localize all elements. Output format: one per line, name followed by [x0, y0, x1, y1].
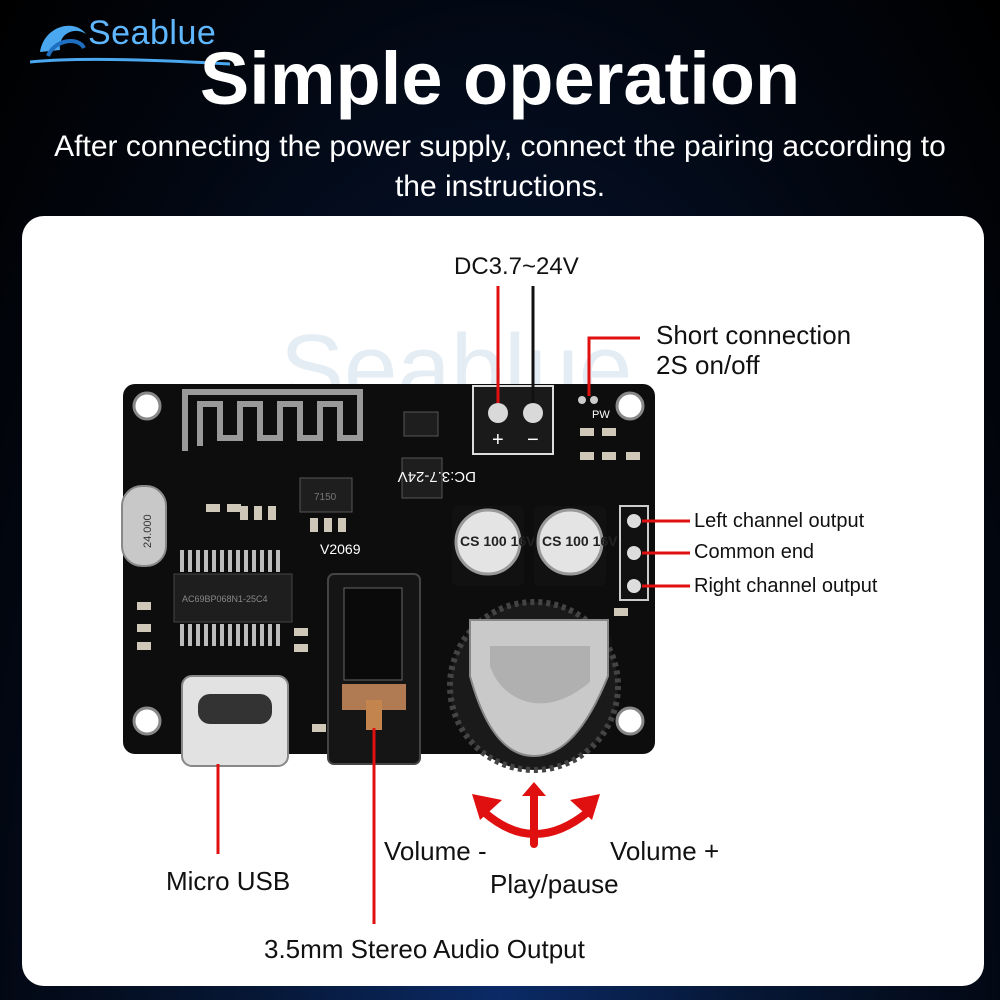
silk-voltage: DC:3.7-24V — [398, 468, 476, 485]
page-subtitle: After connecting the power supply, conne… — [54, 130, 946, 203]
leader-lines — [216, 286, 690, 924]
capacitor-1: CS 100 16V — [452, 506, 536, 586]
common-end-label: Common end — [694, 541, 815, 563]
svg-text:CS 100 16V: CS 100 16V — [542, 533, 618, 549]
diagram-panel: Seablue 24.000 AC69BP068N1-25C4 7150 — [22, 216, 984, 986]
short-onoff-label: 2S on/off — [656, 350, 760, 380]
smd-chip-1 — [403, 411, 439, 437]
terminal-minus-sign: − — [527, 429, 539, 451]
mounting-hole-icons — [132, 391, 645, 736]
usb-c-opening — [198, 694, 272, 724]
seablue-logo-icon — [30, 25, 230, 66]
arrowheads — [472, 782, 600, 820]
audio-jack-tab-inner — [366, 700, 382, 730]
smd-chip-2 — [401, 457, 443, 499]
pw-pad-1 — [578, 396, 586, 404]
svg-text:CS 100 16V: CS 100 16V — [460, 533, 536, 549]
chip-pins — [180, 550, 280, 646]
brand-name: Seablue — [88, 14, 217, 52]
pad-right-channel — [627, 579, 641, 593]
short-connection-label: Short connection — [656, 320, 852, 350]
antenna-trace — [182, 389, 363, 451]
crystal-label: 24.000 — [142, 514, 154, 548]
pw-pad-2 — [590, 396, 598, 404]
audio-jack-socket — [343, 587, 403, 681]
volume-knob — [447, 599, 621, 773]
smd-components — [137, 428, 640, 732]
pw-label: PW — [592, 409, 610, 421]
right-channel-label: Right channel output — [694, 575, 878, 597]
audio-output-label: 3.5mm Stereo Audio Output — [264, 934, 585, 964]
regulator-label: 7150 — [314, 492, 337, 503]
volume-arrow-icons — [480, 792, 592, 848]
page-title: Simple operation — [199, 37, 801, 120]
power-terminal — [472, 385, 554, 455]
volume-plus-label: Volume + — [610, 836, 720, 866]
micro-usb-label: Micro USB — [166, 866, 291, 896]
crystal-oscillator — [121, 485, 167, 567]
board-model: V2069 — [320, 541, 361, 557]
regulator — [299, 477, 353, 513]
terminal-plus-sign: + — [492, 429, 504, 451]
pad-left-channel — [627, 514, 641, 528]
left-channel-label: Left channel output — [694, 510, 865, 532]
chip-label: AC69BP068N1-25C4 — [182, 594, 268, 604]
play-pause-label: Play/pause — [490, 869, 619, 899]
volume-minus-label: Volume - — [384, 836, 487, 866]
main-chip — [173, 573, 293, 623]
capacitor-2: CS 100 16V — [534, 506, 618, 586]
power-label: DC3.7~24V — [454, 253, 579, 280]
board-diagram: Seablue 24.000 AC69BP068N1-25C4 7150 — [121, 253, 690, 924]
power-pad-minus — [523, 403, 543, 423]
pad-common — [627, 546, 641, 560]
power-pad-plus — [488, 403, 508, 423]
